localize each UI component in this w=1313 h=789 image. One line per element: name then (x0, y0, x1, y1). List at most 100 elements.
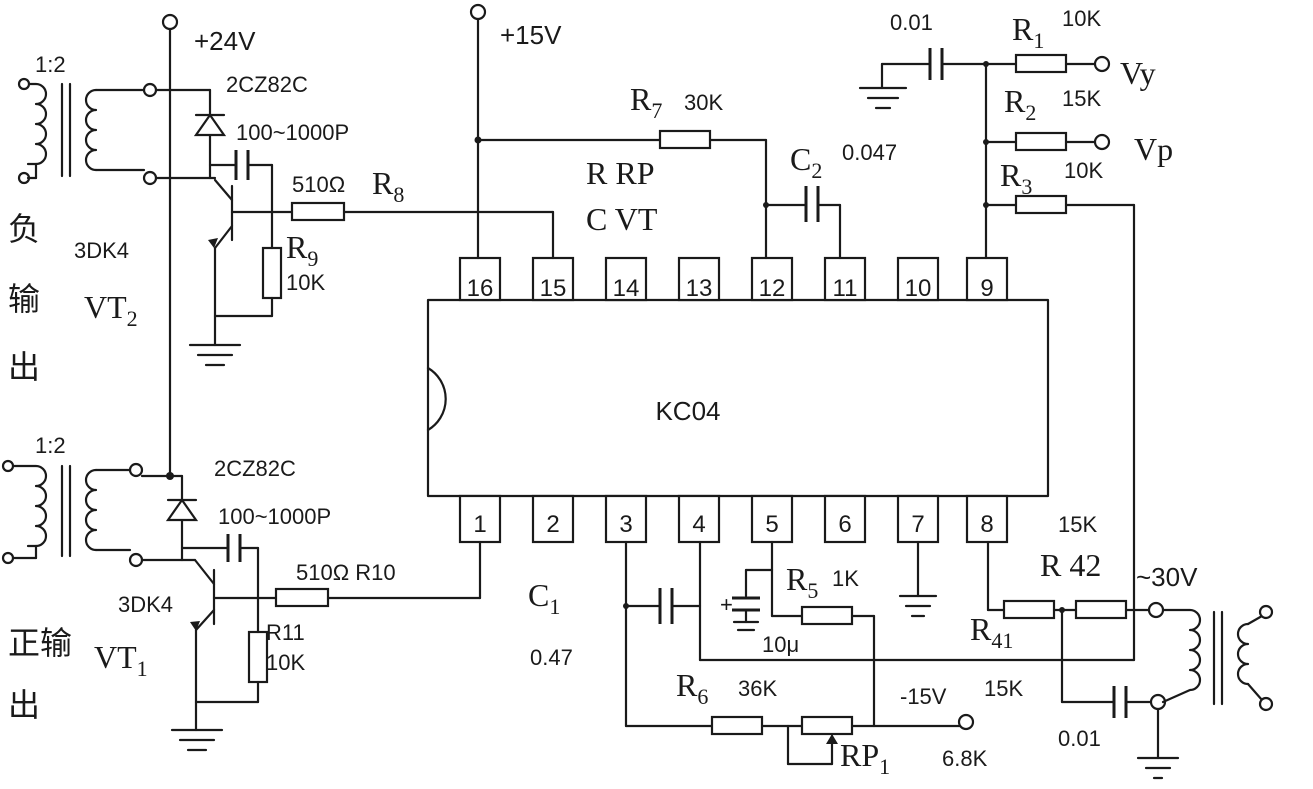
pin-6 (823, 494, 867, 544)
bottom-output-terminal (128, 462, 144, 478)
pin-15 (531, 256, 575, 302)
c2-name: C (790, 141, 811, 177)
pin-label: 1 (473, 511, 486, 538)
pin-label: 4 (692, 511, 705, 538)
bottom-output-terminal (128, 552, 144, 568)
pin-label: 3 (619, 511, 632, 538)
pin-2 (531, 494, 575, 544)
c1-value: 0.47 (530, 645, 573, 670)
svg-text:VT1: VT1 (94, 639, 148, 681)
svg-text:R5: R5 (786, 561, 818, 603)
plus15-terminal (469, 3, 487, 21)
neg-output-label-char: 输 (8, 280, 40, 318)
plus24-terminal (161, 13, 179, 31)
r9-name: R (286, 229, 308, 265)
r41-resistor (1002, 599, 1056, 620)
r6-resistor (710, 715, 764, 736)
kc04-ic: KC04 (426, 298, 1050, 498)
svg-text:R1: R1 (1012, 11, 1044, 53)
svg-text:R41: R41 (970, 611, 1013, 653)
svg-text:R8: R8 (372, 165, 404, 207)
r7-name: R (630, 81, 652, 117)
top-diode-label: 2CZ82C (226, 72, 308, 97)
top-primary-terminal (17, 77, 31, 91)
r1-name: R (1012, 11, 1034, 47)
r6-sub: 6 (697, 684, 708, 709)
bottom-primary-terminal (1, 459, 15, 473)
r5-value: 1K (832, 566, 859, 591)
pin-10 (896, 256, 940, 302)
pin-16 (458, 256, 502, 302)
pin-label: 9 (980, 275, 993, 302)
minus15-terminal (957, 713, 975, 731)
pos-output-label: 正输 (8, 624, 72, 662)
r8-sub: 8 (393, 182, 404, 207)
svg-text:R2: R2 (1004, 83, 1036, 125)
neg-output-label-char: 出 (8, 348, 40, 386)
r1-value: 10K (1062, 6, 1101, 31)
r2-value: 15K (1062, 86, 1101, 111)
plus24-label: +24V (194, 26, 256, 56)
top-diode-symbol (193, 113, 227, 137)
r3-name: R (1000, 157, 1022, 193)
bottom-cap-label: 100~1000P (218, 504, 331, 529)
pin-label: 13 (686, 275, 713, 302)
legend-top: R RP (586, 155, 654, 191)
ic-bottom-pins: 1 2 3 4 5 6 7 8 (458, 494, 1009, 544)
vy-terminal (1093, 55, 1111, 73)
svg-text:+: + (720, 592, 733, 617)
pin-13 (677, 256, 721, 302)
top-transistor-type: 3DK4 (74, 238, 129, 263)
cap-001-b-label: 0.01 (1058, 726, 1101, 751)
plus24-rail: +24V (161, 13, 256, 478)
rp1-name: RP (840, 737, 879, 773)
bottom-transistor-type: 3DK4 (118, 592, 173, 617)
r41-value: 15K (984, 676, 1023, 701)
r5-sub: 5 (807, 578, 818, 603)
pin-9 (965, 256, 1009, 302)
r1-resistor (1014, 53, 1068, 74)
top-transistor-sub: 2 (127, 306, 138, 331)
ic-name: KC04 (655, 396, 720, 426)
r41-sub: 41 (991, 628, 1013, 653)
rp1-potentiometer (800, 715, 854, 736)
cap-10u-label: 10μ (762, 632, 799, 657)
r8-name: R (372, 165, 394, 201)
r1-sub: 1 (1033, 28, 1044, 53)
r6-name: R (676, 667, 698, 703)
r10-label: 510Ω R10 (296, 560, 396, 585)
pin-label: 7 (911, 511, 924, 538)
c2-sub: 2 (811, 158, 822, 183)
c2-value: 0.047 (842, 140, 897, 165)
r42-value: 15K (1058, 512, 1097, 537)
c1-sub: 1 (549, 594, 560, 619)
r2-name: R (1004, 83, 1026, 119)
svg-text:C1: C1 (528, 577, 560, 619)
pin-label: 5 (765, 511, 778, 538)
r9-resistor (261, 246, 283, 300)
r2-resistor (1014, 131, 1068, 152)
sync-transformer-terminal (1258, 696, 1274, 712)
bottom-diode-symbol (165, 498, 199, 522)
top-pulse-stage: 1:2 2CZ82C 100~1000P (8, 52, 555, 386)
bottom-transistor-name: VT (94, 639, 137, 675)
svg-text:C2: C2 (790, 141, 822, 183)
svg-text:RP1: RP1 (840, 737, 890, 779)
pin-label: 10 (905, 275, 932, 302)
r5-name: R (786, 561, 808, 597)
r11-value: 10K (266, 650, 305, 675)
r8-value: 510Ω (292, 172, 345, 197)
upper-network: +15V R7 30K R RP C VT C2 0.047 0.01 (469, 3, 1173, 662)
r9-sub: 9 (307, 246, 318, 271)
pin-14 (604, 256, 648, 302)
r7-sub: 7 (651, 98, 662, 123)
r42-name: R 42 (1040, 547, 1101, 583)
r7-value: 30K (684, 90, 723, 115)
pos-output-label-b: 出 (8, 686, 40, 724)
pin-label: 8 (980, 511, 993, 538)
vy-label: Vy (1120, 55, 1156, 91)
minus15-label: -15V (900, 684, 947, 709)
svg-text:R6: R6 (676, 667, 708, 709)
top-output-terminal (142, 170, 158, 186)
